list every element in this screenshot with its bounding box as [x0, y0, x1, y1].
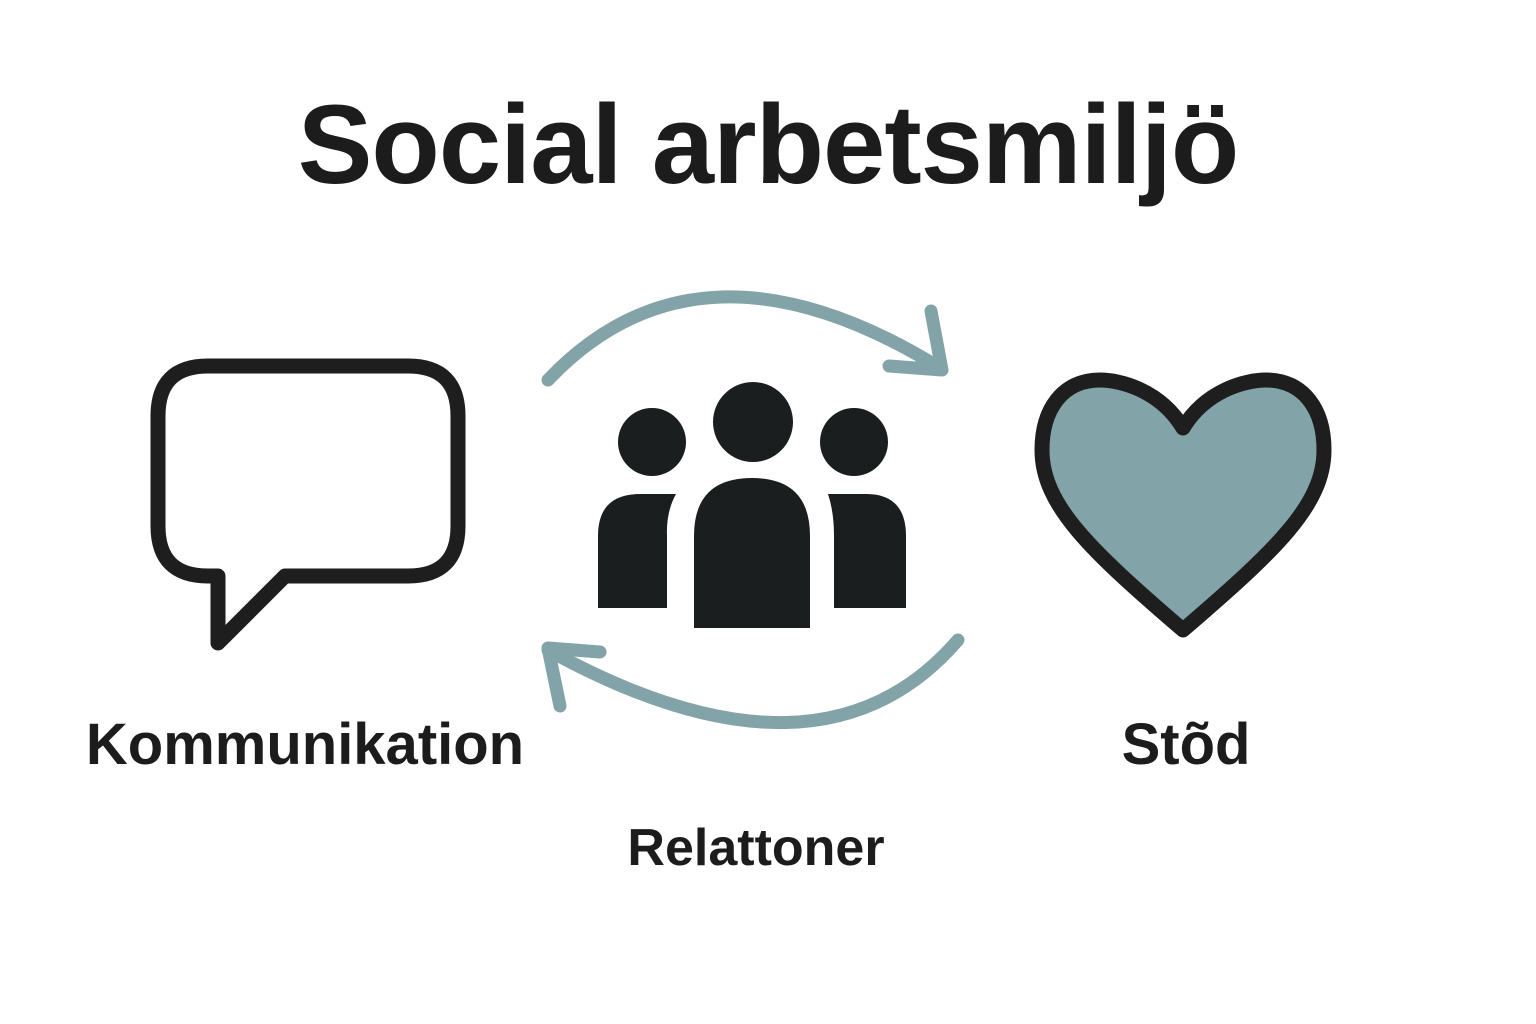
- person-center-body: [694, 478, 810, 628]
- bottom-arc-arrow: [541, 633, 965, 730]
- speech-bubble-icon: [150, 358, 466, 651]
- relations-label: Relattoner: [627, 819, 885, 877]
- person-right-body: [828, 494, 906, 608]
- person-left-body: [598, 494, 676, 608]
- support-label: Stõd: [1121, 712, 1251, 777]
- heart-icon: [1034, 372, 1332, 638]
- person-center-head: [713, 382, 793, 462]
- page-title: Social arbetsmiljö: [297, 82, 1240, 207]
- person-left-head: [618, 408, 686, 476]
- communication-label: Kommunikation: [85, 712, 525, 777]
- people-group-icon: [598, 382, 906, 628]
- top-arc-arrow: [541, 290, 949, 387]
- person-right-head: [820, 408, 888, 476]
